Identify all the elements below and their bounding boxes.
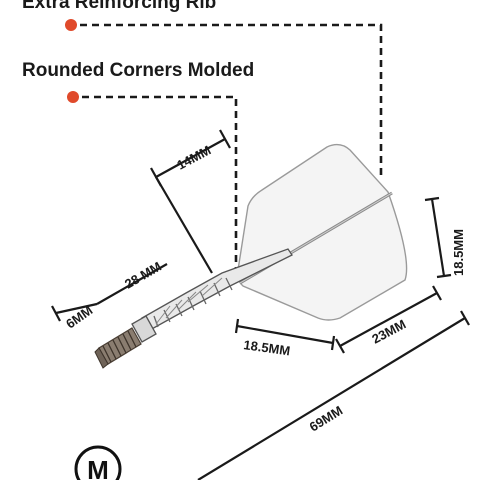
dim-label-23mm: 23MM [369, 316, 408, 346]
dim-label-18-5mm-base: 18.5MM [243, 337, 292, 358]
dimension-flight-height: 18.5MM [424, 196, 466, 279]
callout-rounded-corners: Rounded Corners Molded [22, 60, 254, 81]
dimension-thread-length: 6MM [51, 303, 98, 332]
dim-label-18-5mm-height: 18.5MM [451, 229, 466, 276]
dimension-flight-base: 18.5MM [234, 318, 336, 359]
dim-label-28mm: 28 MM [122, 259, 164, 292]
dart-shaft [131, 248, 293, 343]
callout-dot-corners [67, 91, 79, 103]
dimension-shaft-length: 28 MM [96, 176, 213, 305]
dimension-flight-width-top: 14MM [150, 129, 231, 187]
leader-line-corners [82, 95, 238, 270]
leader-line-rib [80, 23, 383, 178]
dim-label-6mm: 6MM [63, 303, 95, 332]
brand-logo: M [74, 445, 122, 480]
dart-thread [94, 327, 142, 369]
callout-reinforcing-rib: Extra Reinforcing Rib [22, 0, 216, 13]
dim-label-14mm: 14MM [174, 142, 213, 172]
callout-dot-rib [65, 19, 77, 31]
logo-letter: M [87, 455, 109, 480]
dim-label-69mm: 69MM [307, 403, 346, 435]
